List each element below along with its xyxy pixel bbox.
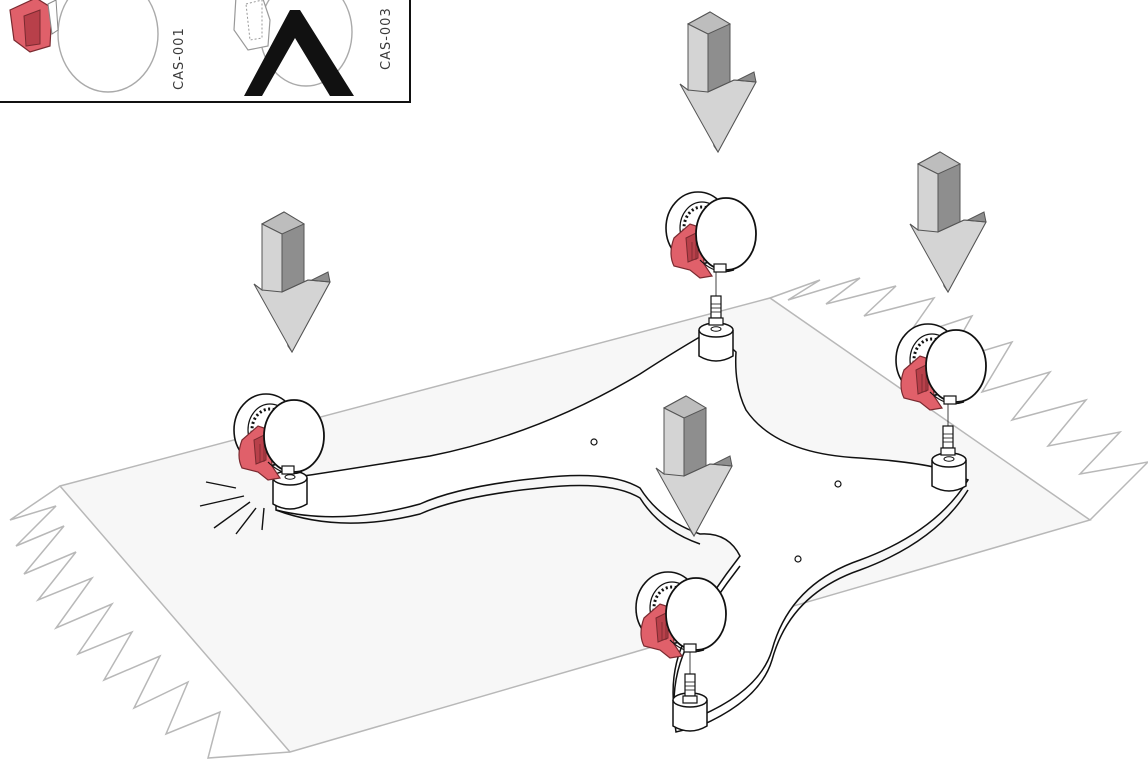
pin-back — [708, 295, 724, 326]
plate-hole — [590, 438, 598, 446]
base-plate-top — [275, 329, 970, 723]
down-arrow-icon — [253, 211, 331, 353]
inset-caster-correct — [9, 0, 159, 93]
caster-wheel-icon — [664, 190, 758, 280]
inset-panel: CAS-001 CAS-003 — [0, 0, 411, 103]
socket-right — [931, 452, 967, 492]
pin-right — [940, 425, 956, 456]
wrong-x-mark-icon — [244, 10, 354, 96]
down-arrow-icon — [679, 11, 757, 153]
inset-label-cas-003: CAS-003 — [379, 7, 394, 70]
rug — [9, 277, 1148, 759]
plate-hole — [834, 480, 842, 488]
down-arrow-icon — [909, 151, 987, 293]
socket-back — [698, 322, 734, 362]
caster-wheel-icon — [232, 392, 326, 482]
impact-lines-icon — [199, 481, 265, 535]
pin-front — [682, 673, 698, 704]
caster-wheel-icon — [634, 570, 728, 660]
plate-hole — [794, 555, 802, 563]
inset-label-cas-001: CAS-001 — [172, 27, 187, 90]
caster-wheel-icon — [894, 322, 988, 412]
base-plate — [275, 329, 970, 733]
guide-lines — [689, 272, 949, 674]
rug-fringe-left — [9, 485, 291, 759]
